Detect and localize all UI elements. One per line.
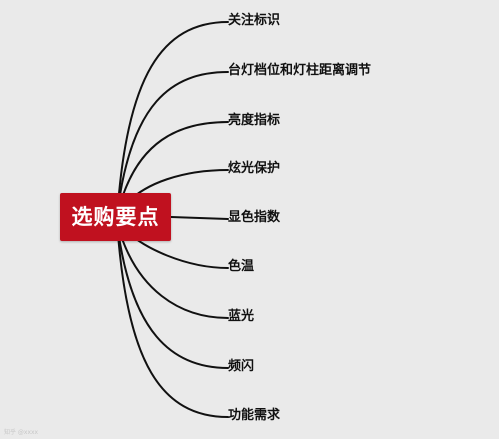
- connector-2: [117, 71, 229, 209]
- watermark: 知乎 @xxxx: [4, 429, 39, 436]
- branch-node-6: 色温: [228, 259, 255, 274]
- root-node: 选购要点: [60, 193, 171, 241]
- connector-8: [117, 229, 229, 369]
- connector-7: [117, 225, 229, 319]
- connector-9: [117, 233, 229, 418]
- branch-node-1: 关注标识: [228, 13, 281, 28]
- connector-5: [170, 216, 229, 220]
- connector-3: [117, 121, 229, 213]
- branch-node-8: 频闪: [228, 359, 255, 374]
- branch-node-7: 蓝光: [228, 309, 255, 324]
- branch-node-3: 亮度指标: [228, 113, 281, 128]
- branch-node-5: 显色指数: [228, 210, 281, 225]
- branch-node-4: 炫光保护: [228, 161, 281, 176]
- branch-node-2: 台灯档位和灯柱距离调节: [228, 63, 372, 78]
- connector-1: [117, 21, 229, 206]
- branch-node-9: 功能需求: [228, 408, 281, 423]
